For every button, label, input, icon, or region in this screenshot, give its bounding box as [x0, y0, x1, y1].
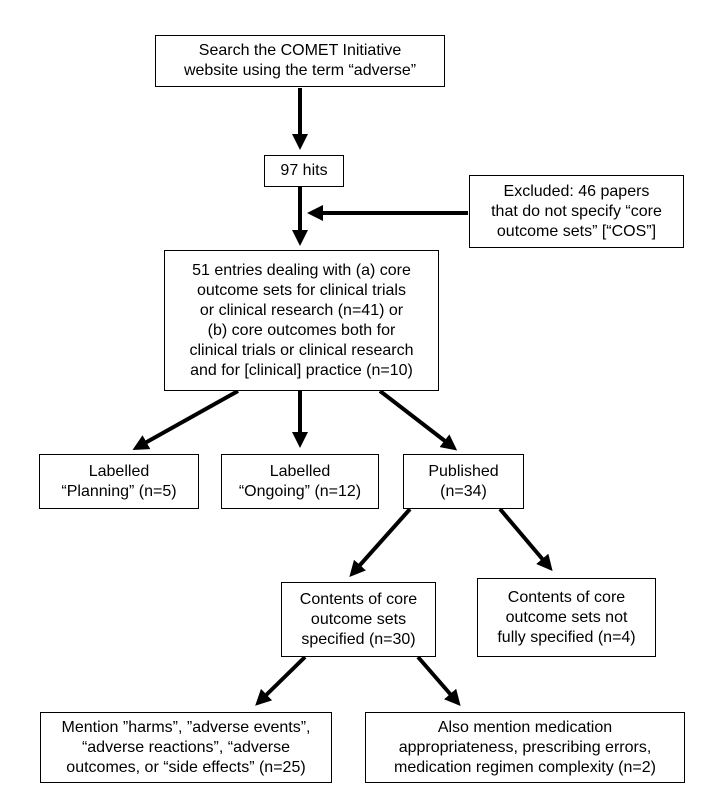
hits-text: 97 hits [280, 162, 328, 179]
published-box: Published (n=34) [403, 454, 524, 509]
search-text: Search the COMET Initiative website usin… [183, 42, 417, 79]
ongoing-text: Labelled “Ongoing” (n=12) [238, 462, 362, 500]
excluded-box: Excluded: 46 papers that do not specify … [469, 175, 684, 248]
planning-box: Labelled “Planning” (n=5) [39, 454, 199, 509]
entries-box: 51 entries dealing with (a) core outcome… [164, 250, 439, 391]
planning-text: Labelled “Planning” (n=5) [61, 462, 177, 500]
harms-text: Mention ”harms”, ”adverse events”, “adve… [61, 718, 311, 776]
not-specified-text: Contents of core outcome sets not fully … [497, 588, 636, 646]
specified-text: Contents of core outcome sets specified … [299, 590, 418, 648]
entries-text: 51 entries dealing with (a) core outcome… [189, 261, 414, 379]
hits-box: 97 hits [264, 155, 344, 187]
search-box: Search the COMET Initiative website usin… [155, 35, 445, 87]
arrow-entries-to-planning [132, 389, 239, 450]
harms-box: Mention ”harms”, ”adverse events”, “adve… [40, 712, 332, 783]
medication-text: Also mention medication appropriateness,… [394, 718, 656, 776]
excluded-text: Excluded: 46 papers that do not specify … [491, 182, 662, 240]
not-specified-box: Contents of core outcome sets not fully … [477, 578, 656, 657]
arrow-published-to-not-specified [498, 507, 553, 572]
arrow-specified-to-medication [416, 655, 461, 707]
arrow-entries-to-published [378, 389, 458, 451]
arrow-specified-to-harms [255, 655, 307, 706]
specified-box: Contents of core outcome sets specified … [281, 582, 436, 657]
arrow-published-to-specified [349, 507, 412, 577]
published-text: Published (n=34) [428, 462, 499, 500]
medication-box: Also mention medication appropriateness,… [365, 712, 685, 783]
ongoing-box: Labelled “Ongoing” (n=12) [221, 454, 379, 509]
